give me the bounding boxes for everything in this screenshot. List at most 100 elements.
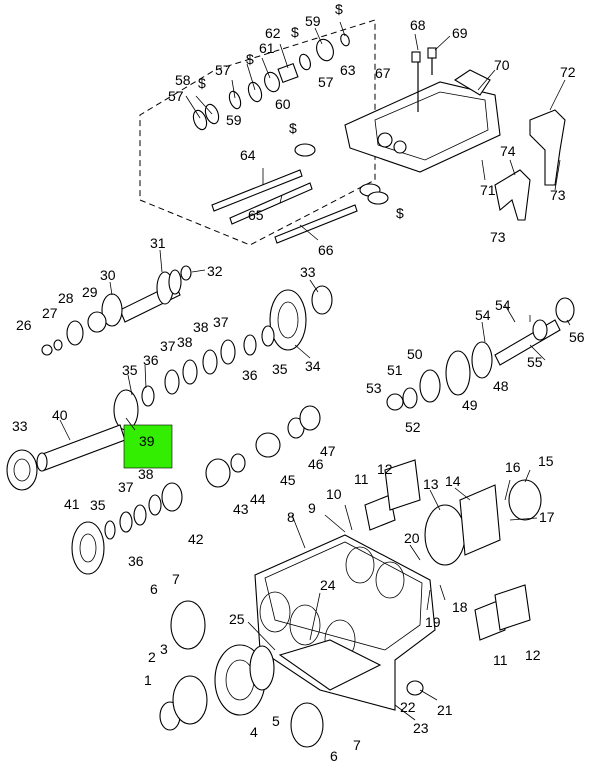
- callout-68[interactable]: 68: [410, 17, 426, 33]
- callout-12[interactable]: 12: [377, 461, 393, 477]
- callout-35[interactable]: 35: [122, 362, 138, 378]
- callout-70[interactable]: 70: [494, 57, 510, 73]
- callout-17[interactable]: 17: [539, 509, 555, 525]
- callout-dollar[interactable]: $: [335, 1, 343, 17]
- callout-7[interactable]: 7: [353, 737, 361, 753]
- callout-50[interactable]: 50: [407, 346, 423, 362]
- callout-22[interactable]: 22: [400, 699, 416, 715]
- callout-29[interactable]: 29: [82, 284, 98, 300]
- callout-dollar[interactable]: $: [246, 51, 254, 67]
- callout-57[interactable]: 57: [215, 62, 231, 78]
- callout-14[interactable]: 14: [445, 473, 461, 489]
- callout-47[interactable]: 47: [320, 443, 336, 459]
- callout-59[interactable]: 59: [226, 112, 242, 128]
- callout-54[interactable]: 54: [475, 307, 491, 323]
- callout-20[interactable]: 20: [404, 530, 420, 546]
- callout-74[interactable]: 74: [500, 143, 516, 159]
- callout-16[interactable]: 16: [505, 459, 521, 475]
- callout-66[interactable]: 66: [318, 242, 334, 258]
- callout-8[interactable]: 8: [287, 509, 295, 525]
- callout-53[interactable]: 53: [366, 380, 382, 396]
- mainshaft-group: [6, 424, 126, 491]
- callout-13[interactable]: 13: [423, 476, 439, 492]
- callout-61[interactable]: 61: [259, 40, 275, 56]
- callout-38[interactable]: 38: [177, 334, 193, 350]
- callout-24[interactable]: 24: [320, 577, 336, 593]
- callout-56[interactable]: 56: [569, 329, 585, 345]
- callout-36[interactable]: 36: [242, 367, 258, 383]
- callout-38[interactable]: 38: [193, 319, 209, 335]
- callout-45[interactable]: 45: [280, 472, 296, 488]
- callout-39[interactable]: 39: [139, 433, 155, 449]
- callout-33[interactable]: 33: [300, 264, 316, 280]
- callout-25[interactable]: 25: [229, 611, 245, 627]
- callout-6[interactable]: 6: [330, 748, 338, 761]
- callout-59[interactable]: 59: [305, 13, 321, 29]
- callout-54[interactable]: 54: [495, 297, 511, 313]
- callout-64[interactable]: 64: [240, 147, 256, 163]
- callout-15[interactable]: 15: [538, 453, 554, 469]
- callout-11[interactable]: 11: [354, 471, 369, 487]
- callout-1[interactable]: 1: [144, 672, 152, 688]
- callout-37[interactable]: 37: [213, 314, 229, 330]
- callout-71[interactable]: 71: [480, 182, 496, 198]
- callout-11[interactable]: 11: [493, 652, 508, 668]
- callout-35[interactable]: 35: [90, 497, 106, 513]
- callout-65[interactable]: 65: [248, 207, 264, 223]
- callout-9[interactable]: 9: [308, 500, 316, 516]
- callout-41[interactable]: 41: [64, 496, 80, 512]
- callout-46[interactable]: 46: [308, 456, 324, 472]
- callout-52[interactable]: 52: [405, 419, 421, 435]
- callout-72[interactable]: 72: [560, 64, 576, 80]
- callout-6[interactable]: 6: [150, 581, 158, 597]
- bearing-group: [205, 405, 321, 488]
- callout-35[interactable]: 35: [272, 361, 288, 377]
- callout-73[interactable]: 73: [490, 229, 506, 245]
- callout-38[interactable]: 38: [138, 466, 154, 482]
- callout-2[interactable]: 2: [148, 649, 156, 665]
- callout-57[interactable]: 57: [168, 88, 184, 104]
- callout-36[interactable]: 36: [128, 553, 144, 569]
- callout-30[interactable]: 30: [100, 267, 116, 283]
- callout-7[interactable]: 7: [172, 571, 180, 587]
- callout-18[interactable]: 18: [452, 599, 468, 615]
- callout-4[interactable]: 4: [250, 724, 258, 740]
- callout-62[interactable]: 62: [265, 25, 281, 41]
- callout-43[interactable]: 43: [233, 501, 249, 517]
- callout-26[interactable]: 26: [16, 317, 32, 333]
- callout-37[interactable]: 37: [118, 479, 134, 495]
- callout-23[interactable]: 23: [413, 720, 429, 736]
- callout-48[interactable]: 48: [493, 378, 509, 394]
- callout-60[interactable]: 60: [275, 96, 291, 112]
- callout-51[interactable]: 51: [387, 362, 403, 378]
- callout-49[interactable]: 49: [462, 397, 478, 413]
- callout-67[interactable]: 67: [375, 65, 391, 81]
- callout-36[interactable]: 36: [143, 352, 159, 368]
- callout-27[interactable]: 27: [42, 305, 58, 321]
- callout-dollar[interactable]: $: [289, 120, 297, 136]
- callout-10[interactable]: 10: [326, 486, 342, 502]
- callout-58[interactable]: 58: [175, 72, 191, 88]
- callout-dollar[interactable]: $: [198, 75, 206, 91]
- callout-57[interactable]: 57: [318, 74, 334, 90]
- callout-31[interactable]: 31: [150, 235, 166, 251]
- callout-34[interactable]: 34: [305, 358, 321, 374]
- callout-12[interactable]: 12: [525, 647, 541, 663]
- callout-21[interactable]: 21: [437, 702, 453, 718]
- callout-19[interactable]: 19: [425, 614, 441, 630]
- callout-69[interactable]: 69: [452, 25, 468, 41]
- callout-33[interactable]: 33: [12, 418, 28, 434]
- callout-73[interactable]: 73: [550, 187, 566, 203]
- callout-28[interactable]: 28: [58, 290, 74, 306]
- callout-40[interactable]: 40: [52, 407, 68, 423]
- callout-55[interactable]: 55: [527, 354, 543, 370]
- callout-5[interactable]: 5: [272, 713, 280, 729]
- callout-dollar[interactable]: $: [396, 205, 404, 221]
- callout-42[interactable]: 42: [188, 531, 204, 547]
- callout-dollar[interactable]: $: [291, 24, 299, 40]
- callout-3[interactable]: 3: [160, 641, 168, 657]
- callout-44[interactable]: 44: [250, 491, 266, 507]
- callout-37[interactable]: 37: [160, 338, 176, 354]
- callout-63[interactable]: 63: [340, 62, 356, 78]
- callout-32[interactable]: 32: [207, 263, 223, 279]
